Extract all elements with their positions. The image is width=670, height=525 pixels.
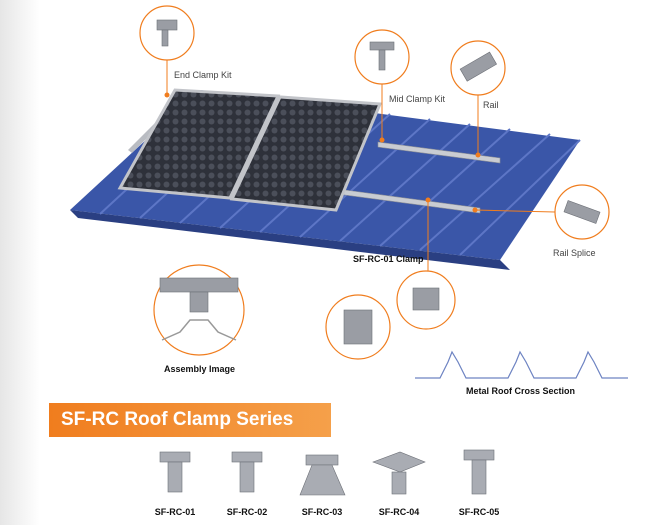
model-label: SF-RC-03 [301, 507, 343, 517]
clamp-label: SF-RC-01 Clamp [353, 254, 424, 264]
left-shade [0, 0, 40, 525]
series-title-banner: SF-RC Roof Clamp Series [49, 403, 331, 437]
rail-label: Rail [483, 100, 499, 110]
model-label: SF-RC-04 [378, 507, 420, 517]
assembly-image-label: Assembly Image [164, 364, 236, 374]
model-label: SF-RC-02 [226, 507, 268, 517]
callout-lines [166, 58, 556, 272]
series-clamp-icons [159, 449, 495, 496]
rail-splice-label: Rail Splice [553, 248, 596, 258]
model-label: SF-RC-01 [154, 507, 196, 517]
cross-section-label: Metal Roof Cross Section [466, 386, 576, 396]
roof-cross-section [415, 350, 628, 379]
model-label: SF-RC-05 [458, 507, 500, 517]
mid-clamp-kit-label: Mid Clamp Kit [389, 94, 446, 104]
end-clamp-kit-label: End Clamp Kit [174, 70, 232, 80]
solar-panels [117, 88, 383, 212]
